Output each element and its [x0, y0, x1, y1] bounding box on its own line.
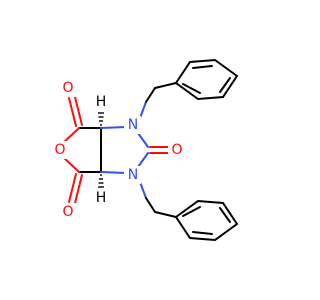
phenyl-top-inner-2: [219, 77, 231, 93]
bond-n1-ch2: [139, 101, 147, 119]
bond-c6-o-bottom-b: [74, 174, 83, 204]
bond-ch2-ph-top: [145, 87, 156, 103]
bond-n1-c2: [137, 132, 149, 148]
atom-ring-oxygen: O: [54, 142, 65, 158]
hashed-bond-top: [98, 112, 104, 126]
bond-c3a-n1: [100, 126, 127, 129]
bond-n3-c6a: [100, 171, 127, 174]
phenyl-top-inner-1: [192, 65, 213, 69]
bond-c4-o-top-a: [68, 97, 77, 127]
phenyl-top-ring: [174, 58, 239, 101]
atom-hydrogen-bottom: H: [96, 190, 107, 206]
atom-carbonyl-oxygen-top: O: [62, 80, 73, 96]
bond-ch2-ph-bottom: [145, 197, 156, 213]
hashed-bond-bottom: [98, 174, 104, 188]
bonds: [61, 58, 239, 242]
phenyl-bottom-inner-1: [182, 206, 201, 217]
bond-c4-o-top-b: [74, 96, 83, 126]
phenyl-bottom-ring: [174, 199, 239, 242]
bond-ch2-ipso-top: [154, 82, 177, 89]
bond-c2-n3: [137, 152, 149, 168]
bond-c6-o-bottom-a: [68, 173, 77, 203]
atom-labels: O O O O N N H H: [53, 79, 184, 221]
atom-urea-oxygen: O: [171, 142, 182, 158]
atom-nitrogen-bottom: N: [128, 167, 138, 183]
chemical-structure: O O O O N N H H: [53, 58, 239, 242]
bond-n3-ch2: [139, 181, 147, 199]
atom-nitrogen-top: N: [128, 117, 138, 133]
phenyl-bottom-inner-2: [219, 207, 231, 223]
bond-ch2-ipso-bottom: [154, 211, 177, 218]
stereo-bonds: [98, 112, 104, 188]
phenyl-bottom-inner-3: [192, 231, 213, 235]
atom-carbonyl-oxygen-bottom: O: [62, 204, 73, 220]
phenyl-top-inner-3: [182, 83, 201, 94]
atom-hydrogen-top: H: [96, 94, 107, 110]
